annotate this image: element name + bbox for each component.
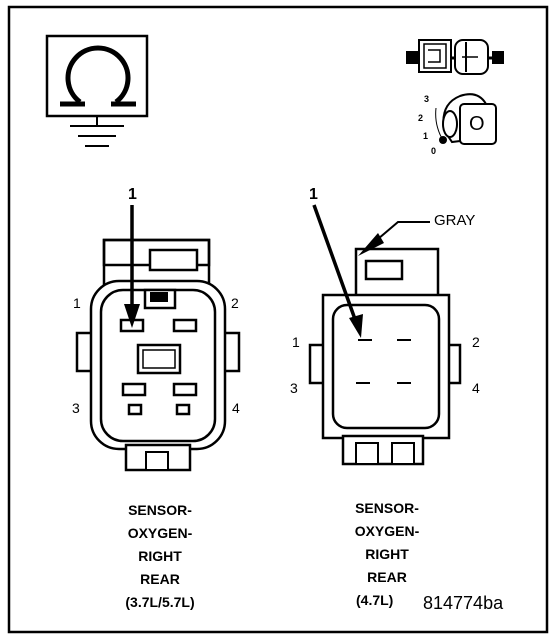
- key-letter: O: [469, 113, 485, 135]
- right-caption: SENSOR- OXYGEN- RIGHT REAR (4.7L): [317, 497, 457, 612]
- right-caption-line: (4.7L): [356, 592, 394, 608]
- gray-wire-label: GRAY: [434, 212, 476, 229]
- left-caption-line: (3.7L/5.7L): [125, 594, 195, 610]
- right-connector: [308, 247, 462, 466]
- left-connector: [75, 238, 241, 472]
- left-caption: SENSOR- OXYGEN- RIGHT REAR (3.7L/5.7L): [90, 499, 230, 614]
- right-callout-arrow: [312, 204, 363, 338]
- left-callout-arrow: [124, 205, 140, 328]
- key-position-3: 3: [424, 94, 430, 104]
- ignition-key-icon: [435, 93, 497, 145]
- left-pin-4-label: 4: [232, 400, 240, 416]
- gray-leader-arrow: [358, 221, 430, 256]
- right-pin-3-label: 3: [290, 380, 298, 396]
- connector-icon: [406, 39, 504, 75]
- diagram-frame: [7, 5, 549, 634]
- ohm-ground-icon: [45, 34, 149, 147]
- right-caption-line: RIGHT: [365, 546, 409, 562]
- left-caption-line: REAR: [140, 571, 180, 587]
- right-pin-1-label: 1: [292, 334, 300, 350]
- left-caption-line: RIGHT: [138, 548, 182, 564]
- key-position-2: 2: [418, 113, 424, 123]
- key-position-0: 0: [431, 146, 437, 156]
- left-pin-2-label: 2: [231, 295, 239, 311]
- right-pin-4-label: 4: [472, 380, 480, 396]
- right-caption-line: REAR: [367, 569, 407, 585]
- right-caption-line: OXYGEN-: [354, 523, 420, 539]
- left-callout-label: 1: [128, 186, 137, 203]
- left-pin-1-label: 1: [73, 295, 81, 311]
- left-caption-line: OXYGEN-: [127, 525, 193, 541]
- left-caption-line: SENSOR-: [128, 502, 192, 518]
- key-position-1: 1: [423, 131, 429, 141]
- right-callout-label: 1: [309, 186, 318, 203]
- right-caption-line: SENSOR-: [355, 500, 419, 516]
- figure-id: 814774ba: [423, 593, 504, 613]
- left-pin-3-label: 3: [72, 400, 80, 416]
- right-pin-2-label: 2: [472, 334, 480, 350]
